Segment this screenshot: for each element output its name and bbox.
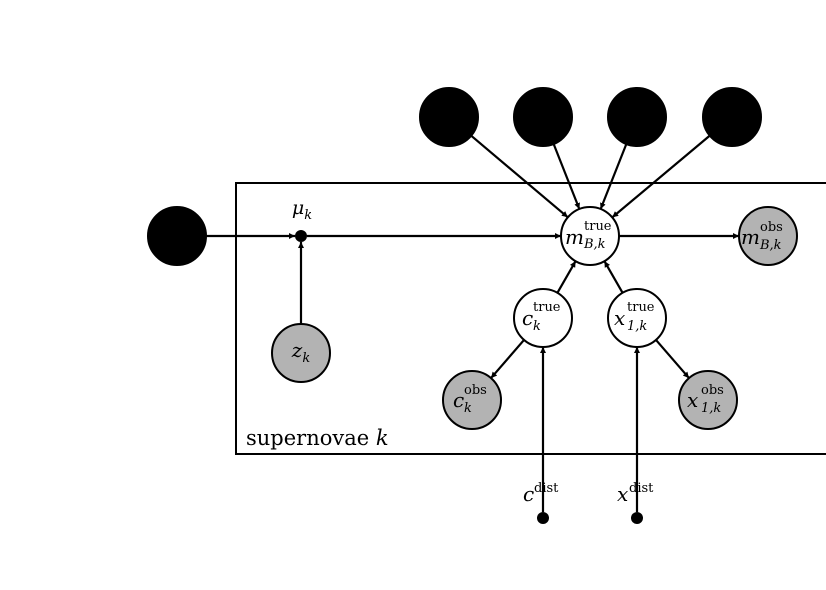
svg-text:c: c [522,306,533,330]
svg-text:zk: zk [291,338,311,366]
svg-text:obs: obs [464,383,487,398]
node-omega: Ω [147,206,207,266]
edge-sigma_int-to-m_true [611,134,711,219]
svg-text:dist: dist [534,481,559,496]
svg-text:true: true [627,300,655,315]
svg-text:c: c [453,388,464,412]
node-x-true: x true 1,k [607,288,667,348]
node-x-obs: x obs 1,k [678,370,738,430]
node-beta: β [513,87,573,147]
svg-text:x: x [614,306,625,330]
node-sigma-int: σint [702,87,762,147]
svg-text:c: c [523,482,534,506]
plate-label: supernovae k [246,426,389,450]
node-m-true: m true B,k [560,206,620,266]
svg-text:σint: σint [716,103,748,132]
edge-x_true-to-x_obs [655,339,690,379]
edge-layer [206,134,739,512]
svg-text:1,k: 1,k [701,401,721,416]
node-z-k: zk [271,323,331,383]
svg-text:true: true [533,300,561,315]
svg-text:obs: obs [760,220,783,235]
node-mu-k: μk [292,197,312,242]
svg-text:MB: MB [617,103,648,132]
edge-c_true-to-m_true [556,260,577,294]
svg-text:true: true [584,219,612,234]
node-c-dist: c dist [523,481,559,524]
node-M-B: MB [607,87,667,147]
plate-supernovae [235,182,826,455]
svg-text:k: k [533,319,541,334]
svg-text:x: x [617,482,628,506]
edge-c_true-to-c_obs [490,339,525,379]
svg-text:1,k: 1,k [627,319,647,334]
svg-text:μk: μk [292,197,312,223]
edge-beta-to-m_true [552,143,581,210]
svg-text:β: β [536,105,550,130]
edge-M_B-to-m_true [599,143,628,210]
edge-x_true-to-m_true [603,260,624,294]
svg-text:m: m [565,225,584,249]
svg-text:dist: dist [629,481,654,496]
svg-text:Ω: Ω [168,225,186,250]
edge-alpha-to-m_true [470,134,569,219]
node-c-true: c true k [513,288,573,348]
svg-text:m: m [741,225,760,249]
node-x-dist: x dist [617,481,654,524]
svg-text:B,k: B,k [759,238,782,253]
svg-text:x: x [687,388,698,412]
node-c-obs: c obs k [442,370,502,430]
svg-text:k: k [464,401,472,416]
node-alpha: α [419,87,479,147]
svg-text:obs: obs [701,383,724,398]
node-m-obs: m obs B,k [738,206,798,266]
svg-text:B,k: B,k [583,237,606,252]
svg-text:α: α [442,105,457,130]
